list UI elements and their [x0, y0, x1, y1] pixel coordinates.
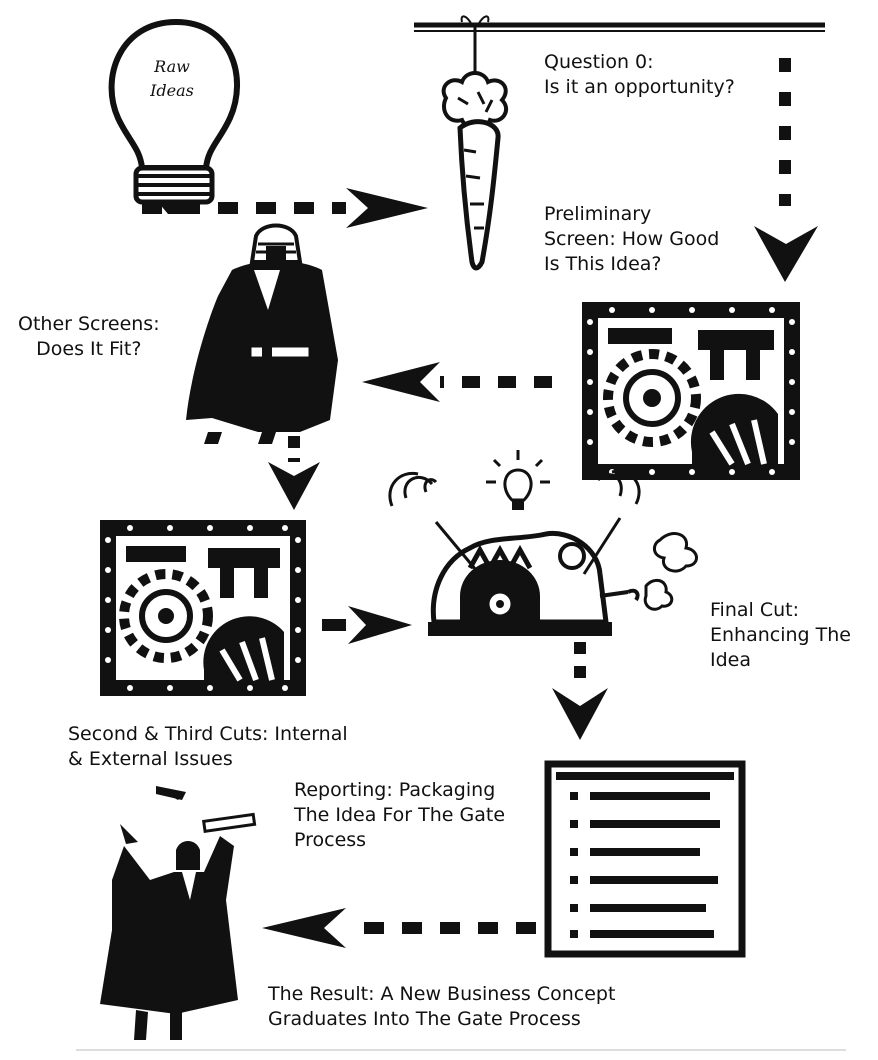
connector-machine-to-report: [552, 642, 608, 740]
connector-bulb-to-carrot: [142, 188, 428, 228]
label-reporting: Reporting: Packaging The Idea For The Ga…: [288, 776, 512, 855]
label-question-0: Question 0: Is it an opportunity?: [544, 50, 735, 100]
connector-gear-frame-to-machine: [322, 606, 412, 644]
connector-preliminary-to-judge: [362, 362, 552, 402]
light-bulb-icon: Raw Ideas: [108, 18, 240, 214]
graduate-figure-icon: [100, 786, 257, 1040]
bulb-text-line2: Ideas: [149, 81, 194, 100]
label-final-cut: Final Cut: Enhancing The Idea: [706, 596, 855, 675]
connector-cuts-stub: [156, 786, 186, 800]
gear-frame-icon-right: [582, 302, 800, 480]
label-preliminary-screen: Preliminary Screen: How Good Is This Ide…: [538, 200, 726, 279]
connector-report-to-graduate: [262, 908, 536, 948]
connector-judge-to-gear-frame: [268, 436, 320, 510]
label-other-screens: Other Screens: Does It Fit?: [18, 312, 160, 362]
carrot-on-stick-icon: [414, 15, 825, 271]
gear-frame-icon-left: [100, 520, 306, 696]
connector-carrot-to-preliminary: [754, 58, 818, 282]
label-second-third-cuts: Second & Third Cuts: Internal & External…: [62, 720, 354, 774]
judge-figure-icon: [186, 223, 338, 444]
idea-machine-icon: [388, 450, 698, 636]
bulb-text-line1: Raw: [153, 57, 190, 76]
label-result: The Result: A New Business Concept Gradu…: [262, 980, 622, 1034]
report-document-icon: [544, 760, 746, 958]
